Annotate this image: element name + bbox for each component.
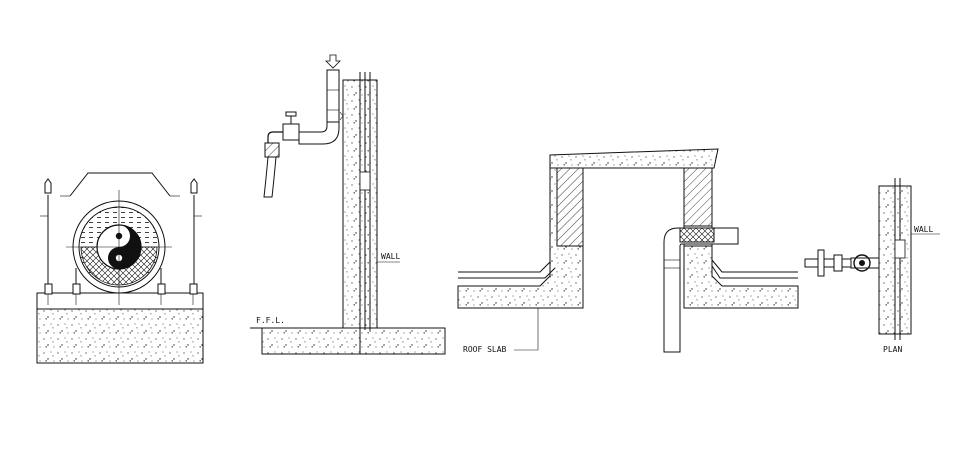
plan-wall-label: WALL (914, 225, 933, 234)
pipe-support-section (36, 172, 204, 364)
outlet-pipe (663, 227, 739, 353)
right-upstand (683, 245, 799, 309)
wall-label: WALL (381, 252, 400, 261)
plan-valve (804, 249, 880, 277)
tap-faucet (263, 111, 300, 198)
roof-slab-section: ROOF SLAB (457, 148, 799, 354)
support-rods (40, 178, 202, 292)
roof-slab-label: ROOF SLAB (463, 345, 507, 354)
wall-tap-elevation: F.F.L. WALL (250, 54, 446, 355)
anchor-bolts (44, 268, 198, 305)
saddle-top (69, 172, 171, 197)
plan-label: PLAN (883, 345, 902, 354)
riser-pipe (325, 54, 341, 123)
right-parapet (683, 167, 713, 227)
roof-canopy (549, 148, 719, 169)
floor-slab (261, 327, 446, 355)
ffl-label: F.F.L. (256, 316, 285, 325)
plan-detail: WALL PLAN (804, 178, 940, 354)
left-upstand (457, 167, 584, 309)
concrete-base (36, 308, 204, 364)
left-parapet (556, 167, 584, 247)
base-plate (36, 292, 204, 310)
